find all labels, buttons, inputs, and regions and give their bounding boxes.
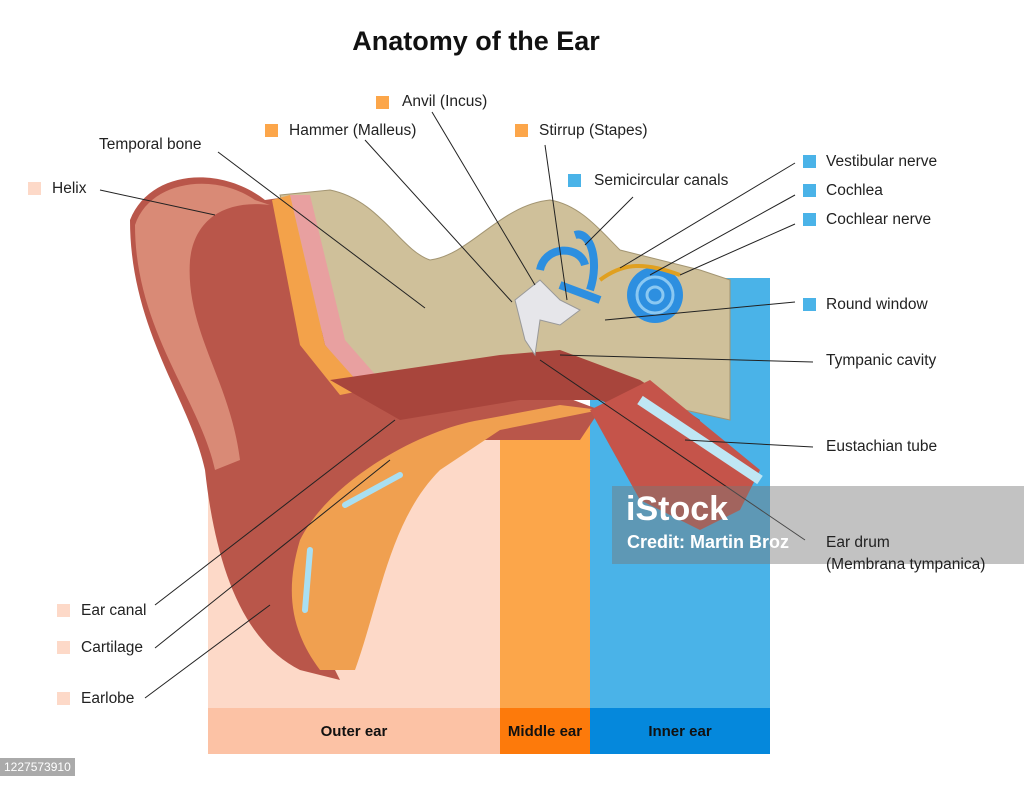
cartilage-upper: [272, 195, 365, 395]
eustachian-lining: [637, 395, 763, 485]
round-window-swatch: [803, 298, 816, 311]
label-vestibular-nerve: Vestibular nerve: [826, 153, 938, 170]
label-temporal-bone: Temporal bone: [99, 136, 202, 153]
label-eustachian-tube: Eustachian tube: [826, 438, 938, 455]
eustachian-tube: [590, 380, 760, 530]
stirrup-swatch: [515, 124, 528, 137]
middle-ear-label: Middle ear: [500, 708, 590, 754]
label-stirrup: Stirrup (Stapes): [539, 122, 648, 139]
semicircular-swatch: [568, 174, 581, 187]
cartilage-swatch: [57, 641, 70, 654]
watermark-logo: iStock: [626, 490, 729, 528]
cochlea-shape: [627, 267, 683, 323]
label-tympanic-cavity: Tympanic cavity: [826, 352, 937, 369]
auricle: [130, 177, 600, 680]
middle-ear-zone: [500, 425, 590, 708]
label-anvil: Anvil (Incus): [402, 93, 488, 110]
ossicles: [514, 279, 581, 357]
page-title: Anatomy of the Ear: [352, 26, 600, 56]
cartilage-streak: [302, 547, 313, 613]
cartilage-lower: [291, 405, 600, 670]
helix-swatch: [28, 182, 41, 195]
label-semicircular-canals: Semicircular canals: [594, 172, 729, 189]
temporal-bone: [279, 189, 731, 421]
cochlear-nerve-swatch: [803, 213, 816, 226]
cochlea-swatch: [803, 184, 816, 197]
label-cochlea: Cochlea: [826, 182, 883, 199]
label-earlobe: Earlobe: [81, 690, 135, 707]
image-id: 1227573910: [0, 758, 75, 776]
skin-layer: [290, 195, 380, 388]
anvil-swatch: [376, 96, 389, 109]
helix-rim: [135, 183, 270, 470]
label-hammer: Hammer (Malleus): [289, 122, 417, 139]
ear-canal-swatch: [57, 604, 70, 617]
hammer-swatch: [265, 124, 278, 137]
label-round-window: Round window: [826, 296, 928, 313]
vestibular-swatch: [803, 155, 816, 168]
label-ear-drum-latin: (Membrana tympanica): [826, 556, 986, 573]
label-cochlear-nerve: Cochlear nerve: [826, 211, 932, 228]
label-helix: Helix: [52, 180, 87, 197]
label-ear-canal: Ear canal: [81, 602, 147, 619]
outer-ear-label: Outer ear: [208, 708, 500, 754]
vestibular-nerve-shape: [598, 263, 681, 282]
label-cartilage: Cartilage: [81, 639, 144, 656]
ear-canal: [330, 350, 700, 440]
inner-ear-label: Inner ear: [590, 708, 770, 754]
watermark-credit: Credit: Martin Broz: [627, 532, 789, 552]
label-ear-drum: Ear drum: [826, 534, 890, 551]
earlobe-swatch: [57, 692, 70, 705]
semicircular-canals-shape: [536, 230, 602, 304]
cartilage-streak: [342, 472, 403, 508]
watermark-band: [612, 486, 1024, 564]
leader-lines: [99, 111, 814, 699]
